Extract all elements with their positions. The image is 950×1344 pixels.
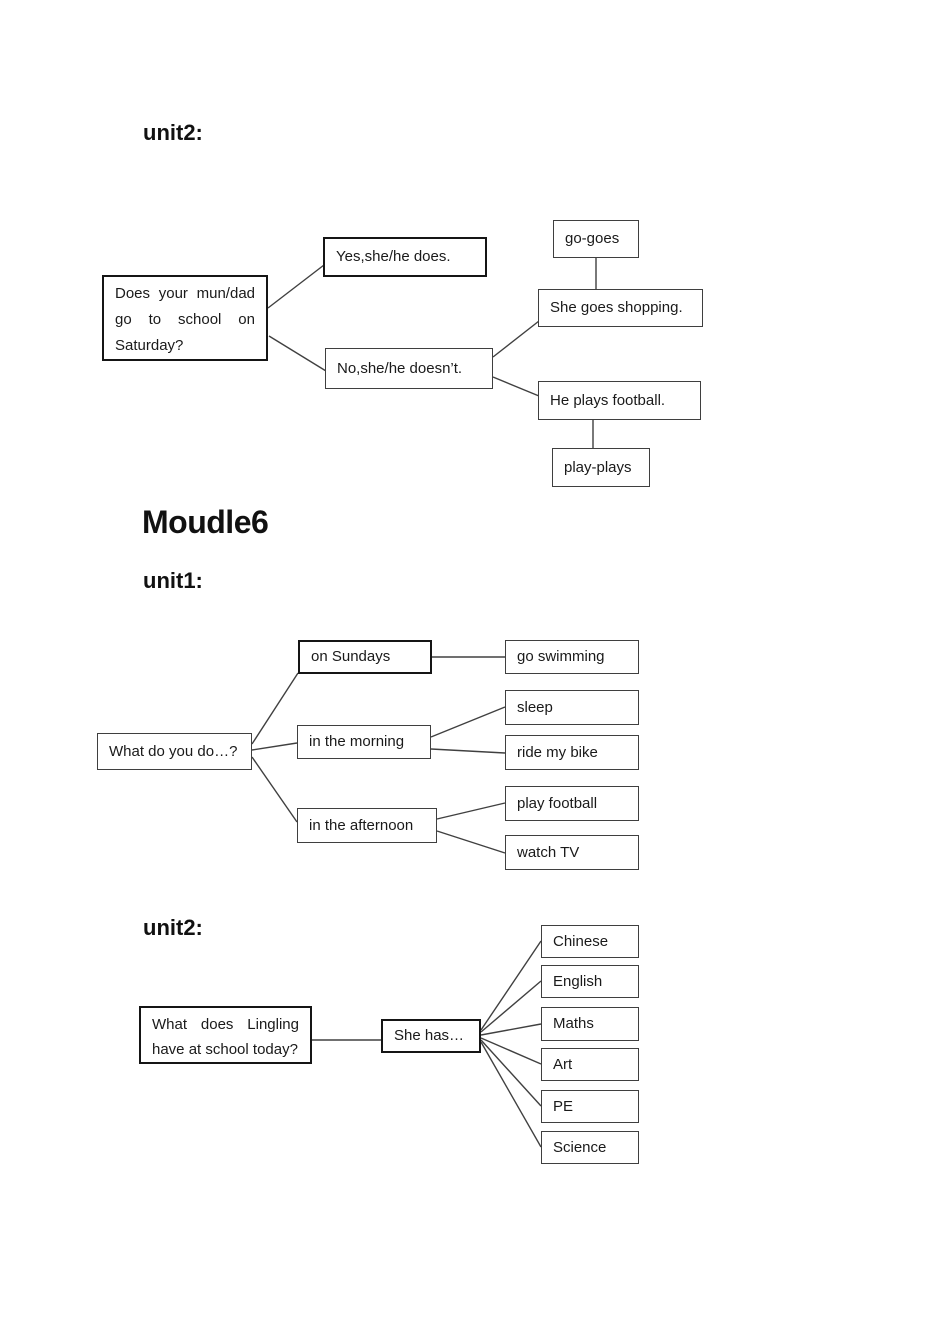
- node-subject-science: Science: [541, 1131, 639, 1164]
- node-verb-play-plays: play-plays: [552, 448, 650, 487]
- node-subject-chinese: Chinese: [541, 925, 639, 958]
- node-daily-question: What do you do…?: [97, 733, 252, 770]
- node-verb-go-goes: go-goes: [553, 220, 639, 258]
- node-time-in-the-afternoon: in the afternoon: [297, 808, 437, 843]
- connector-line: [251, 742, 298, 751]
- node-activity-watch-tv: watch TV: [505, 835, 639, 870]
- connector-line: [436, 802, 506, 820]
- module-title: Moudle6: [142, 504, 269, 540]
- connector-line: [492, 376, 540, 397]
- question-line: Does your mun/dad: [115, 285, 255, 302]
- node-time-in-the-morning: in the morning: [297, 725, 431, 759]
- connector-line: [480, 1041, 542, 1148]
- connector-line: [268, 335, 327, 372]
- connector-line: [267, 264, 325, 309]
- connector-line: [480, 1037, 542, 1065]
- section-heading-unit2-bottom: unit2:: [143, 915, 203, 940]
- node-activity-play-football: play football: [505, 786, 639, 821]
- node-subject-pe: PE: [541, 1090, 639, 1123]
- node-subject-maths: Maths: [541, 1007, 639, 1041]
- section-heading-unit1: unit1:: [143, 568, 203, 593]
- section-heading-unit2-top: unit2:: [143, 120, 203, 145]
- node-lingling-question: What does Lingling have at school today?: [139, 1006, 312, 1064]
- node-activity-ride-my-bike: ride my bike: [505, 735, 639, 770]
- connector-line: [251, 756, 298, 823]
- node-she-has: She has…: [381, 1019, 481, 1053]
- connector-line: [480, 1023, 542, 1036]
- connector-line: [492, 320, 540, 358]
- connector-line: [480, 1039, 542, 1107]
- node-she-goes-shopping: She goes shopping.: [538, 289, 703, 327]
- node-activity-sleep: sleep: [505, 690, 639, 725]
- question-line: Saturday?: [115, 337, 184, 354]
- node-answer-yes: Yes,she/he does.: [323, 237, 487, 277]
- question-line: go to school on: [115, 311, 255, 328]
- connector-line: [430, 706, 506, 738]
- question-line: What does Lingling: [152, 1016, 299, 1033]
- node-saturday-question: Does your mun/dad go to school on Saturd…: [102, 275, 268, 361]
- node-activity-go-swimming: go swimming: [505, 640, 639, 674]
- node-answer-no: No,she/he doesn’t.: [325, 348, 493, 389]
- connector-line: [430, 748, 506, 754]
- node-time-on-sundays: on Sundays: [298, 640, 432, 674]
- node-he-plays-football: He plays football.: [538, 381, 701, 420]
- connector-line: [480, 980, 542, 1033]
- node-subject-art: Art: [541, 1048, 639, 1081]
- connector-line: [480, 940, 542, 1031]
- node-subject-english: English: [541, 965, 639, 998]
- connector-line: [251, 672, 299, 745]
- question-line: have at school today?: [152, 1041, 298, 1058]
- connector-line: [436, 830, 506, 854]
